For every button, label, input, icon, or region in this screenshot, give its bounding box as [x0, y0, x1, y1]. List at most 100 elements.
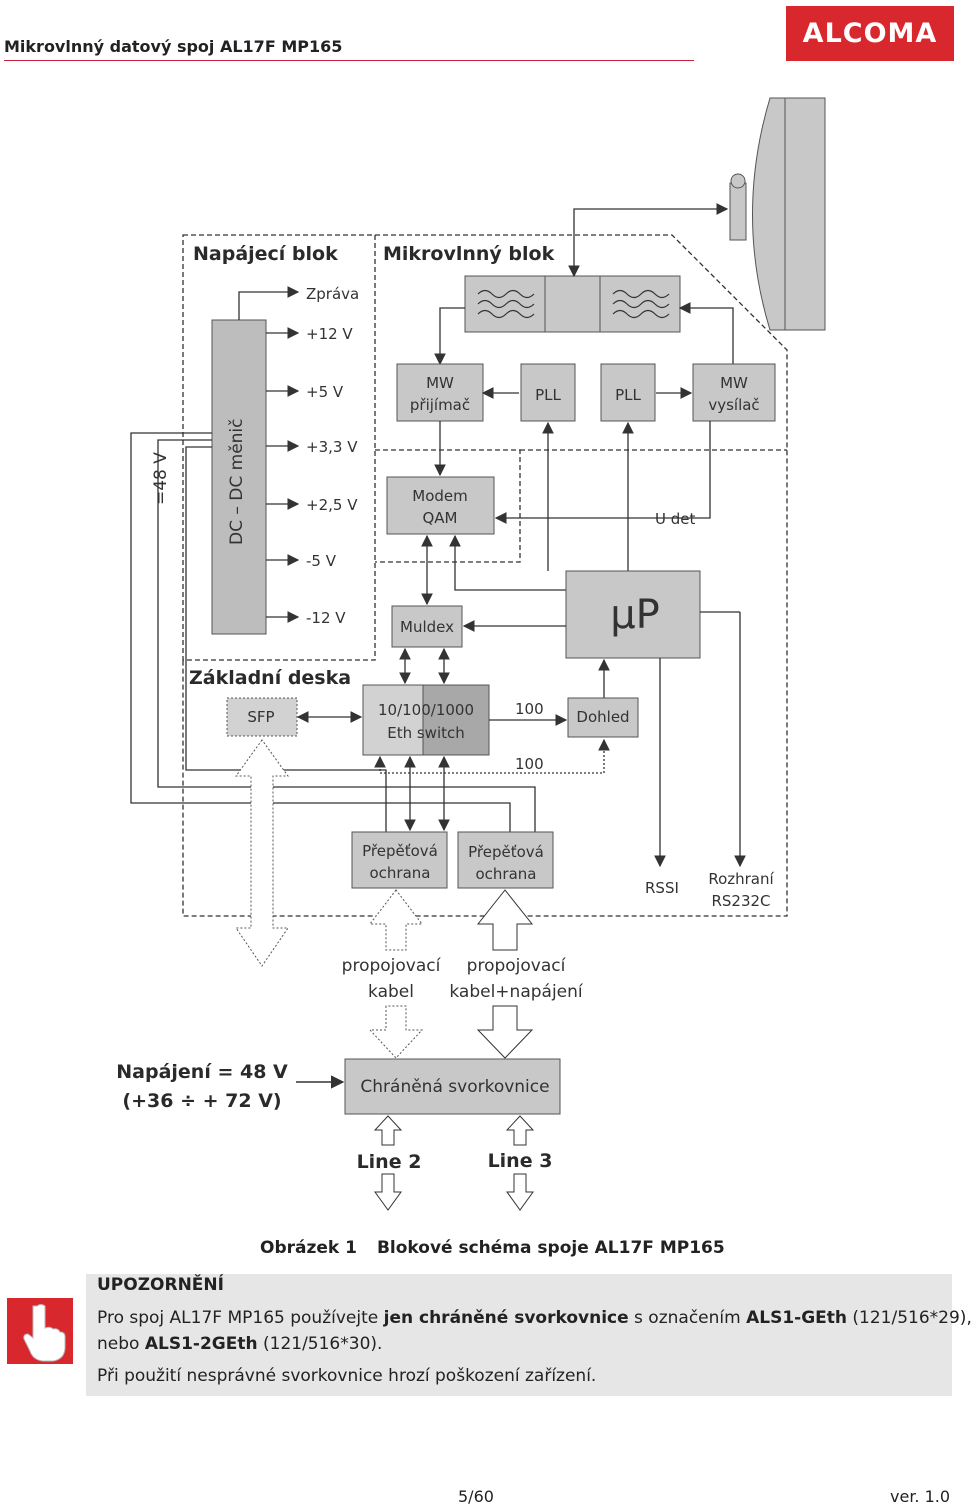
warning-emphasis: jen chráněné svorkovnice	[383, 1308, 629, 1328]
rozhrani-line1: Rozhraní	[708, 870, 774, 888]
u-det-label: U det	[655, 510, 695, 528]
header-rule	[4, 60, 694, 61]
prepetova-ochrana-2-box	[457, 831, 554, 889]
block-diagram: Napájecí blok Mikrovlnný blok Základní d…	[116, 97, 826, 1211]
rail-12v: +12 V	[306, 325, 353, 343]
input-48v-label: =48 V	[151, 452, 171, 505]
modem-line2: QAM	[422, 509, 457, 527]
rail-2-5v: +2,5 V	[306, 496, 358, 514]
cable1-arrow-down	[368, 1005, 424, 1059]
svorkovnice-box	[344, 1058, 561, 1115]
warning-line-2: nebo ALS1-2GEth (121/516*30).	[97, 1334, 382, 1354]
modem-line1: Modem	[412, 487, 467, 505]
warning-model-1: ALS1-GEth	[746, 1308, 848, 1328]
alcoma-logo: ALCOMA	[786, 6, 954, 61]
rail-minus-12v: -12 V	[306, 609, 346, 627]
cable2-arrow-down	[476, 1005, 534, 1059]
warning-text: s označením	[628, 1308, 747, 1328]
zakladni-deska-label: Základní deska	[189, 667, 351, 689]
dashed-100-link	[374, 738, 610, 774]
block-outlines	[182, 234, 788, 917]
modem-links	[421, 421, 711, 606]
mw-vysilac-line2: vysílač	[708, 396, 759, 414]
dohled-label: Dohled	[576, 708, 629, 726]
duplexer-filter	[464, 275, 681, 333]
warning-line-1: Pro spoj AL17F MP165 používejte jen chrá…	[97, 1308, 972, 1328]
napajeni-line2: (+36 ÷ + 72 V)	[122, 1090, 281, 1112]
line2-arrow-up	[373, 1115, 403, 1146]
cable1-line1: propojovací	[342, 956, 442, 976]
rozhrani-line2: RS232C	[711, 892, 770, 910]
port-100-bottom: 100	[515, 755, 544, 773]
figure-caption: Obrázek 1 Blokové schéma spoje AL17F MP16…	[260, 1238, 725, 1258]
prepetova2-line1: Přepěťová	[468, 843, 544, 861]
prepetova-ochrana-1-box	[351, 831, 448, 889]
version-label: ver. 1.0	[890, 1487, 951, 1506]
rail-minus-5v: -5 V	[306, 552, 337, 570]
document-title: Mikrovlnný datový spoj AL17F MP165	[4, 37, 343, 56]
mw-vysilac-line1: MW	[720, 374, 748, 392]
sfp-cable-arrow	[235, 739, 289, 967]
muldex-label: Muldex	[400, 618, 454, 636]
eth-switch-box-left	[362, 684, 424, 756]
napajeni-line1: Napájení = 48 V	[116, 1061, 288, 1083]
cable2-arrow-up	[476, 889, 534, 951]
dohled-box	[567, 697, 639, 738]
napajeci-blok-label: Napájecí blok	[193, 243, 338, 265]
rssi-label: RSSI	[645, 879, 679, 897]
sfp-box	[226, 697, 298, 737]
power-wiring	[130, 432, 536, 832]
warning-text: (121/516*30).	[257, 1334, 383, 1354]
cable2-line1: propojovací	[467, 956, 567, 976]
pll2-box	[600, 363, 656, 422]
mw-prijimac-line2: přijímač	[410, 396, 470, 414]
page-number: 5/60	[458, 1487, 494, 1506]
dc-dc-label: DC – DC měnič	[227, 419, 247, 546]
warning-hand-icon	[7, 1298, 73, 1364]
warning-text: Pro spoj AL17F MP165 používejte	[97, 1308, 384, 1328]
muldex-box	[391, 605, 463, 648]
cable1-arrow-up	[368, 889, 424, 951]
port-100-top: 100	[515, 700, 544, 718]
pll2-label: PLL	[615, 386, 641, 404]
antenna-icon	[729, 97, 826, 331]
modem-qam-box	[386, 476, 495, 535]
line2-arrow-down	[374, 1173, 402, 1211]
mw-vysilac-box	[692, 363, 776, 422]
eth-switch-line2: Eth switch	[387, 724, 465, 742]
line3-arrow-down	[506, 1173, 534, 1211]
warning-text: nebo	[97, 1334, 145, 1354]
pll1-box	[520, 363, 576, 422]
eth-switch-box-right	[422, 684, 490, 756]
mw-prijimac-box	[396, 363, 484, 422]
cable2-line2: kabel+napájení	[449, 982, 584, 1002]
figure-number: Obrázek 1	[260, 1238, 357, 1258]
sfp-label: SFP	[247, 708, 274, 726]
microprocessor-box	[565, 570, 701, 659]
svorkovnice-label: Chráněná svorkovnice	[360, 1077, 549, 1097]
rail-lines	[238, 286, 300, 623]
rail-5v: +5 V	[306, 383, 344, 401]
rail-3-3v: +3,3 V	[306, 438, 358, 456]
dc-dc-box	[211, 319, 267, 635]
warning-box	[86, 1274, 952, 1396]
prepetova1-line1: Přepěťová	[362, 842, 438, 860]
line3-label: Line 3	[488, 1150, 553, 1172]
switch-links	[296, 611, 746, 868]
line2-label: Line 2	[357, 1151, 422, 1173]
cable1-line2: kabel	[368, 982, 414, 1002]
prepetova1-line2: ochrana	[370, 864, 431, 882]
microprocessor-label: µP	[610, 592, 660, 638]
pll1-label: PLL	[535, 386, 561, 404]
figure-title: Blokové schéma spoje AL17F MP165	[376, 1238, 725, 1258]
mw-prijimac-line1: MW	[426, 374, 454, 392]
line3-arrow-up	[505, 1115, 535, 1146]
warning-line-3: Při použití nesprávné svorkovnice hrozí …	[97, 1366, 597, 1386]
mikrovlnny-blok-label: Mikrovlnný blok	[383, 243, 555, 265]
warning-title: UPOZORNĚNÍ	[97, 1275, 224, 1295]
rf-lines	[434, 203, 734, 366]
warning-text: (121/516*29),	[847, 1308, 972, 1328]
rail-zprava: Zpráva	[306, 285, 359, 303]
prepetova2-line2: ochrana	[476, 865, 537, 883]
warning-model-2: ALS1-2GEth	[144, 1334, 258, 1354]
